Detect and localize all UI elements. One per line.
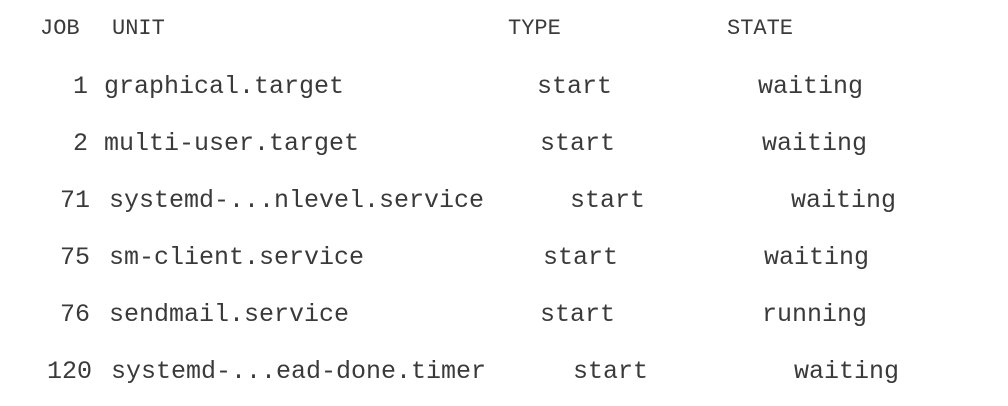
job-unit: graphical.target — [104, 72, 345, 101]
job-type: start — [543, 243, 619, 272]
column-header-unit: UNIT — [112, 16, 165, 41]
job-unit: multi-user.target — [104, 129, 360, 158]
column-header-state: STATE — [727, 16, 794, 41]
column-header-type: TYPE — [508, 16, 561, 41]
job-type: start — [570, 186, 646, 215]
job-unit: sm-client.service — [109, 243, 365, 272]
job-unit: systemd-...ead-done.timer — [111, 357, 487, 386]
job-id: 120 — [46, 357, 92, 386]
job-id: 76 — [59, 300, 90, 329]
job-type: start — [540, 129, 616, 158]
job-state: waiting — [762, 129, 868, 158]
job-unit: sendmail.service — [109, 300, 350, 329]
job-state: waiting — [764, 243, 870, 272]
job-type: start — [540, 300, 616, 329]
column-header-job: JOB — [40, 16, 80, 41]
job-state: waiting — [791, 186, 897, 215]
job-state: running — [762, 300, 868, 329]
job-id: 2 — [72, 129, 88, 158]
job-unit: systemd-...nlevel.service — [109, 186, 485, 215]
job-id: 75 — [59, 243, 90, 272]
job-type: start — [573, 357, 649, 386]
job-type: start — [537, 72, 613, 101]
job-id: 71 — [59, 186, 90, 215]
job-state: waiting — [758, 72, 864, 101]
job-id: 1 — [72, 72, 88, 101]
job-state: waiting — [794, 357, 900, 386]
